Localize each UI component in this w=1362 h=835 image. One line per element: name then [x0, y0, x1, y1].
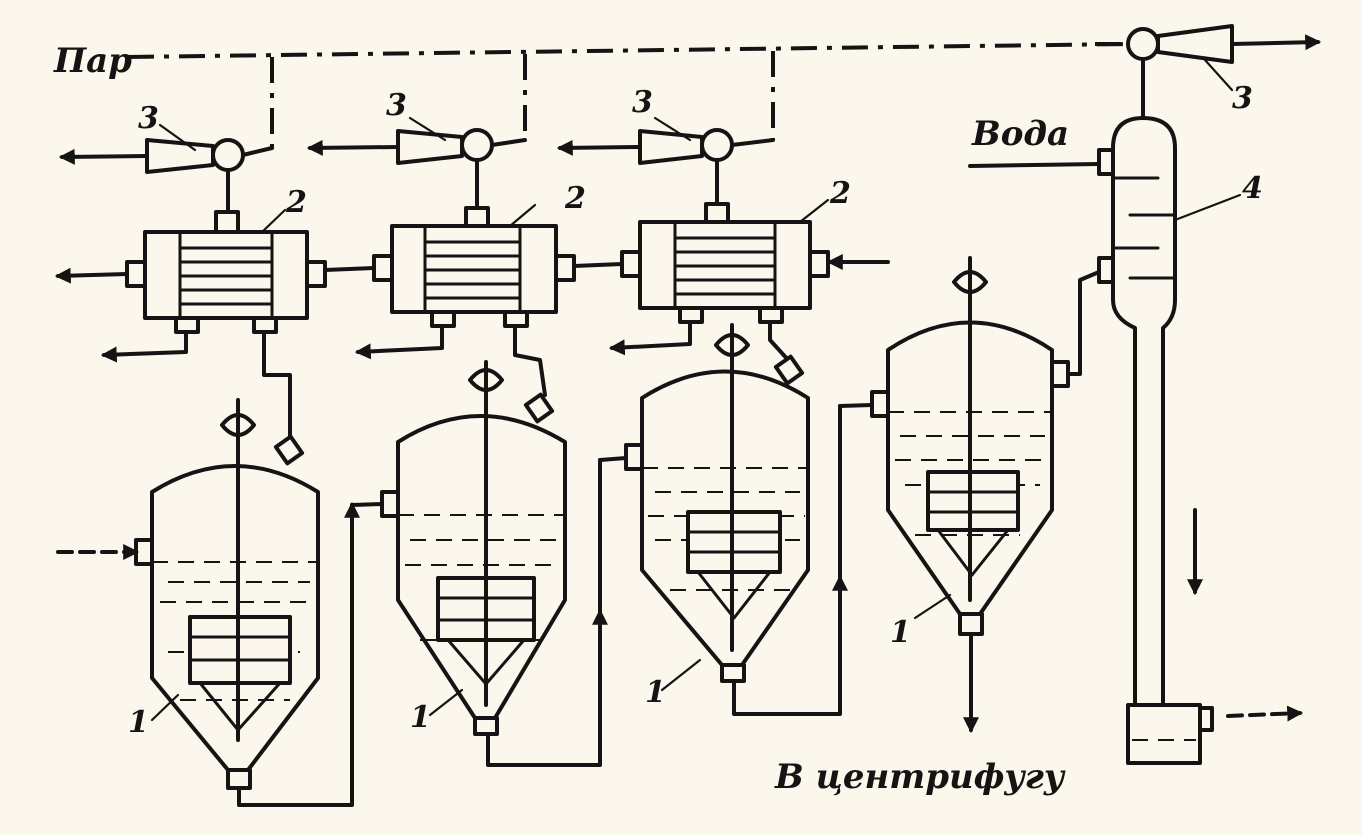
steam-header: [127, 42, 1129, 148]
heat-exchanger-3: [572, 198, 890, 364]
ejector-1: [58, 123, 274, 214]
crystallizer-3: [598, 323, 848, 716]
barometric-condenser: [968, 116, 1304, 765]
ejector-1-number: 3: [138, 101, 159, 136]
ejector-2: [306, 116, 527, 212]
ejector-number-label: 3: [1232, 81, 1253, 116]
hx-1-number: 2: [285, 185, 307, 220]
ejector-top-right: [1126, 24, 1322, 120]
crystallizer-2: [350, 360, 608, 767]
crystallizer-2-number: 1: [410, 700, 431, 735]
to-centrifuge-label: В центрифугу: [774, 757, 1066, 797]
crystallizer-4-number: 1: [890, 615, 911, 650]
heat-exchanger-1: [54, 208, 327, 442]
ejector-2-number: 3: [386, 88, 407, 123]
hx-2-number: 2: [564, 181, 586, 216]
ejector-3-number: 3: [632, 85, 653, 120]
steam-label: Пар: [53, 41, 132, 81]
water-label: Вода: [971, 114, 1069, 154]
hx-3-number: 2: [829, 176, 851, 211]
condenser-number-label: 4: [1242, 171, 1263, 206]
ejector-3: [556, 116, 775, 212]
crystallizer-1: [56, 398, 360, 807]
heat-exchanger-2: [323, 203, 576, 397]
crystallizer-1-number: 1: [128, 705, 149, 740]
crystallizer-4: [838, 256, 1101, 734]
crystallizer-3-number: 1: [645, 675, 666, 710]
